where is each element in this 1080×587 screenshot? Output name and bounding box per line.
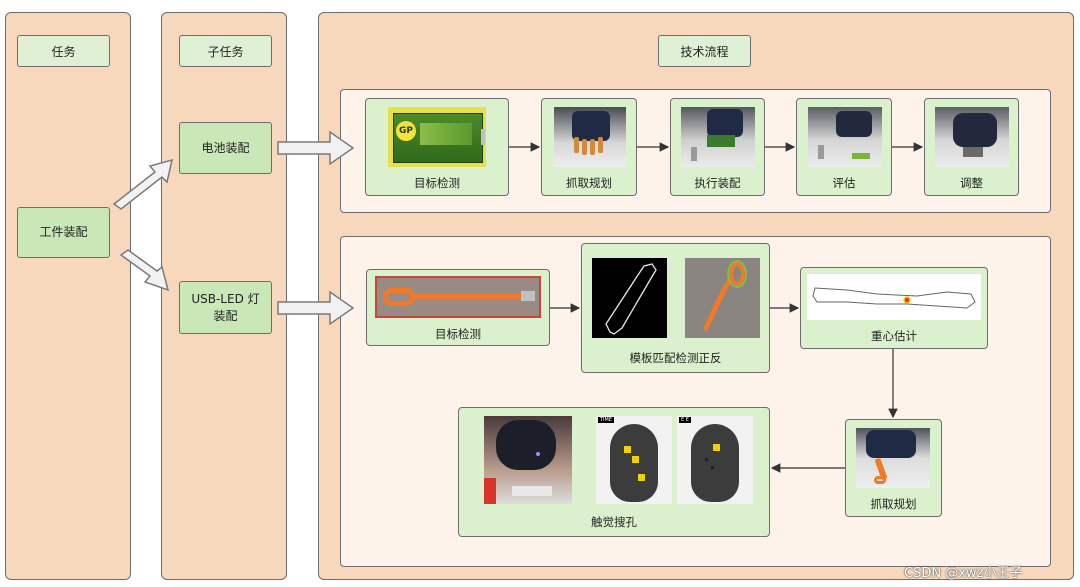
battery-step-detect: GP 目标检测: [365, 98, 509, 196]
subtask-header: 子任务: [179, 35, 272, 67]
battery-step-execute: 执行装配: [670, 98, 765, 196]
battery-step-evaluate-label: 评估: [797, 175, 891, 191]
robot-hand-image: [554, 107, 626, 167]
battery-step-adjust: 调整: [924, 98, 1019, 196]
usb-step-detect-label: 目标检测: [367, 326, 549, 342]
gp-logo: GP: [396, 121, 416, 141]
template-edge-image: [592, 258, 667, 338]
task-header: 任务: [17, 35, 110, 67]
evaluate-image: [808, 107, 882, 167]
task-assembly-box: 工件装配: [17, 207, 110, 258]
battery-step-adjust-label: 调整: [925, 175, 1018, 191]
usb-step-centroid: 重心估计: [800, 267, 988, 349]
edge-outline-svg: [592, 258, 667, 338]
adjust-image: [935, 107, 1009, 167]
usb-step-tactile: TIME E E 触觉搜孔: [458, 407, 770, 537]
battery-step-execute-label: 执行装配: [671, 175, 764, 191]
battery-step-grasp-label: 抓取规划: [542, 175, 636, 191]
usb-light-image: [375, 276, 541, 318]
watermark: CSDN @xwz小王子: [904, 562, 1022, 581]
usb-step-centroid-label: 重心估计: [801, 328, 987, 344]
subtask-battery-box: 电池装配: [179, 122, 272, 174]
usb-step-tactile-label: 触觉搜孔: [459, 514, 769, 530]
assembly-image: [681, 107, 755, 167]
process-header: 技术流程: [658, 35, 751, 67]
battery-step-grasp: 抓取规划: [541, 98, 637, 196]
template-match-image: [685, 258, 760, 338]
usb-step-template-label: 模板匹配检测正反: [582, 350, 769, 366]
usb-step-template: 模板匹配检测正反: [581, 243, 770, 373]
battery-step-detect-label: 目标检测: [366, 175, 508, 191]
tactile-map-1-tag: TIME: [598, 417, 614, 423]
tactile-map-1: TIME: [596, 416, 672, 504]
battery-image: GP: [388, 107, 486, 167]
tactile-map-2-tag: E E: [679, 417, 691, 423]
subtask-usb-box: USB-LED 灯 装配: [179, 281, 272, 334]
task-column: [5, 12, 131, 580]
match-outline-svg: [685, 258, 760, 338]
centroid-outline-svg: [807, 274, 981, 320]
usb-step-detect: 目标检测: [366, 269, 550, 346]
usb-grasp-image: [856, 428, 930, 488]
centroid-image: [807, 274, 981, 320]
tactile-map-2: E E: [677, 416, 753, 504]
battery-step-evaluate: 评估: [796, 98, 892, 196]
tactile-robot-image: [484, 416, 572, 504]
usb-step-grasp: 抓取规划: [845, 419, 942, 517]
usb-step-grasp-label: 抓取规划: [846, 496, 941, 512]
